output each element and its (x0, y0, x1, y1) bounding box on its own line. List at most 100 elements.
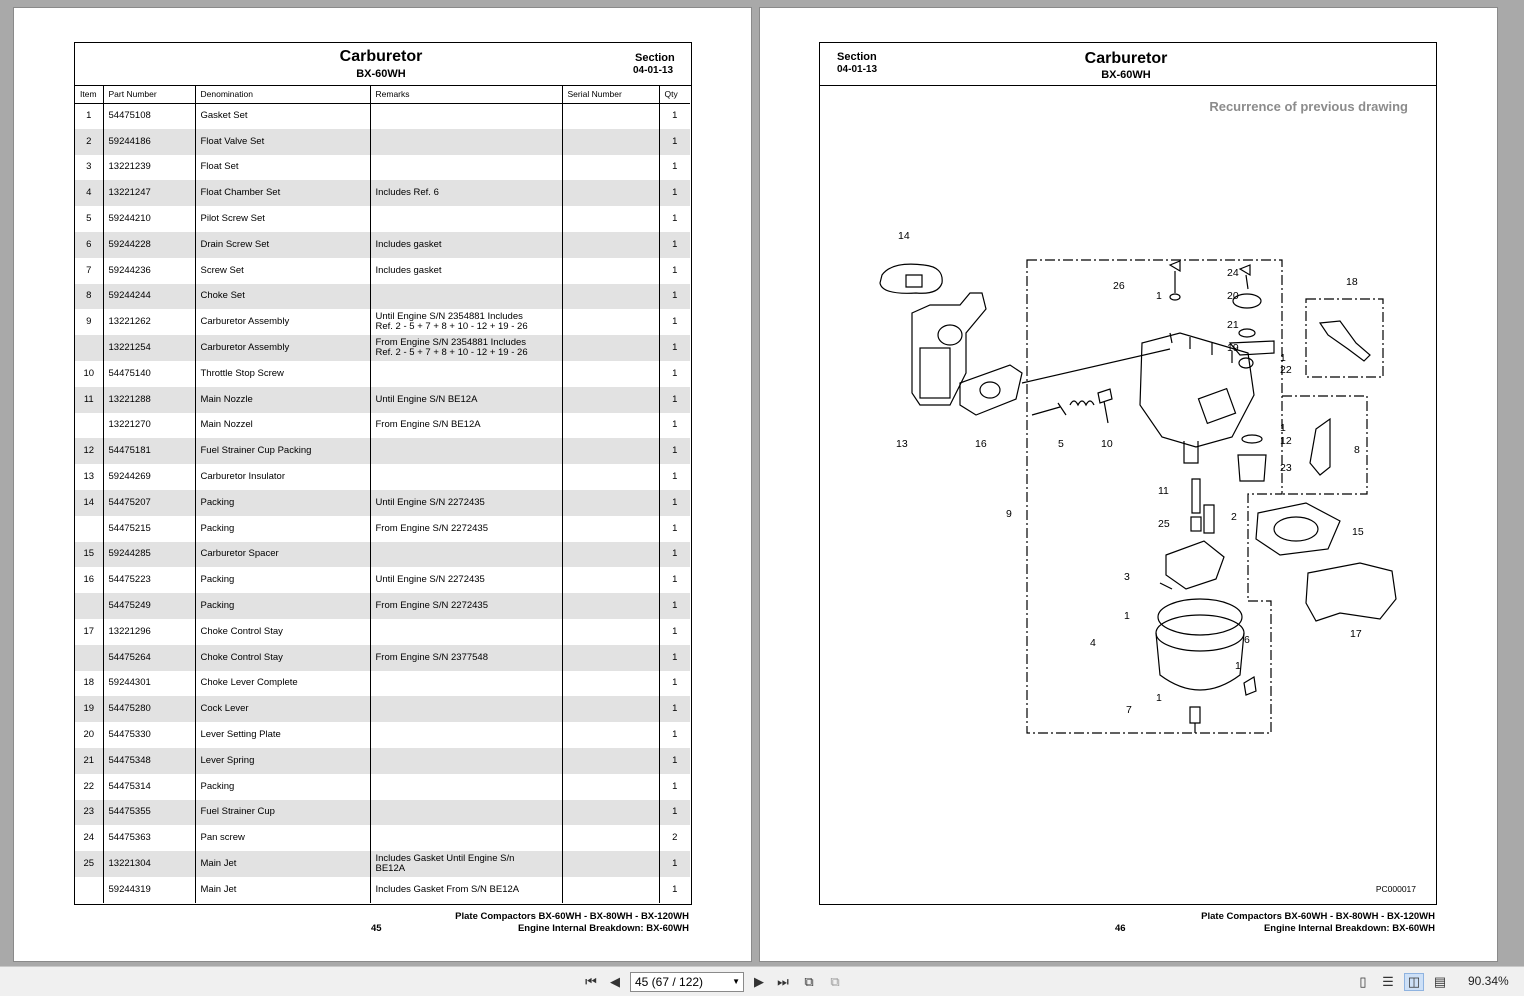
cell-part-number: 54475215 (103, 515, 196, 542)
footer-section-line: Engine Internal Breakdown: BX-60WH (517, 923, 689, 934)
cell-item: 11 (75, 386, 104, 413)
cell-denomination: Choke Set (195, 283, 371, 310)
cell-denomination: Carburetor Assembly (195, 335, 371, 361)
callout-label: 13 (896, 438, 908, 450)
part-14-packing (879, 263, 943, 294)
cell-denomination: Float Valve Set (195, 128, 371, 155)
last-page-icon[interactable]: ⏭ (777, 974, 789, 989)
cell-part-number: 59244285 (103, 541, 196, 568)
column-header-serial-number: Serial Number (562, 86, 660, 104)
two-page-continuous-view-icon[interactable]: ▤ (1433, 974, 1447, 989)
callout-label: 7 (1126, 704, 1132, 716)
cell-remarks (370, 360, 563, 387)
continuous-view-icon[interactable]: ☰ (1382, 974, 1394, 989)
footer-product-line: Plate Compactors BX-60WH - BX-80WH - BX-… (455, 911, 689, 922)
cell-remarks: Until Engine S/N 2272435 (370, 489, 563, 516)
cell-qty: 1 (659, 128, 690, 155)
cell-denomination: Lever Spring (195, 747, 371, 774)
part-13-window (919, 347, 951, 399)
cell-serial-number (562, 618, 660, 645)
cell-denomination: Choke Control Stay (195, 644, 371, 671)
page-title: Carburetor (1084, 50, 1168, 67)
cell-remarks (370, 128, 563, 155)
cell-qty: 1 (659, 747, 690, 774)
cell-serial-number (562, 103, 660, 129)
page-number-select[interactable]: 45 (67 / 122) ▼ (630, 972, 744, 992)
cell-serial-number (562, 515, 660, 542)
footer-product-line: Plate Compactors BX-60WH - BX-80WH - BX-… (1201, 911, 1435, 922)
section-label: Section (837, 51, 877, 63)
viewer-toolbar: ⏮ ◀ 45 (67 / 122) ▼ ▶ ⏭ ⧉ ⧉ ▯ ☰ ◫ ▤ 90.3… (0, 966, 1524, 996)
callout-label: 19 (1227, 342, 1239, 354)
footer-section-line: Engine Internal Breakdown: BX-60WH (1263, 923, 1435, 934)
cell-part-number: 54475280 (103, 696, 196, 723)
cell-item: 9 (75, 309, 104, 336)
cell-part-number: 13221296 (103, 618, 196, 645)
cell-item (75, 593, 104, 619)
part-21-spring (1238, 328, 1256, 338)
remarks-line: Until Engine S/N 2272435 (375, 496, 485, 508)
cell-denomination: Float Set (195, 154, 371, 181)
remarks-line: Includes Gasket Until Engine S/n (375, 853, 515, 864)
cell-serial-number (562, 438, 660, 465)
cell-serial-number (562, 722, 660, 748)
chevron-down-icon: ▼ (732, 977, 740, 986)
callout-label: 15 (1352, 526, 1364, 538)
zoom-level[interactable]: 90.34% (1468, 974, 1509, 988)
cell-remarks (370, 825, 563, 852)
cell-serial-number (562, 670, 660, 697)
cell-denomination: Main Jet (195, 851, 371, 877)
fit-icon[interactable]: ⧉ (830, 974, 840, 989)
prev-page-icon[interactable]: ◀ (610, 974, 620, 989)
cell-qty: 1 (659, 644, 690, 671)
part-13-bore (937, 324, 963, 346)
remarks-line: Includes gasket (375, 238, 442, 250)
parts-list-header: Carburetor BX-60WH Section 04-01-13 (75, 43, 691, 86)
cell-item: 3 (75, 154, 104, 181)
remarks-line: From Engine S/N 2354881 Includes (375, 337, 527, 349)
cell-part-number: 59244236 (103, 257, 196, 284)
two-page-view-icon[interactable]: ◫ (1404, 973, 1424, 991)
page-46: Section 04-01-13 Carburetor BX-60WH Recu… (759, 7, 1498, 962)
cell-item: 20 (75, 722, 104, 748)
cell-serial-number (562, 851, 660, 877)
cell-serial-number (562, 257, 660, 284)
cell-part-number: 54475108 (103, 103, 196, 129)
cell-qty: 1 (672, 316, 678, 328)
document-viewer: Carburetor BX-60WH Section 04-01-13 Item… (13, 7, 1498, 962)
remarks-line: From Engine S/N 2377548 (375, 651, 488, 663)
cell-part-number: 54475207 (103, 489, 196, 516)
next-page-icon[interactable]: ▶ (754, 974, 764, 989)
rotate-icon[interactable]: ⧉ (804, 974, 814, 989)
cell-item: 8 (75, 283, 104, 310)
cell-item (75, 412, 104, 439)
cell-item: 24 (75, 825, 104, 852)
cell-remarks: Until Engine S/N BE12A (370, 386, 563, 413)
remarks-line: Until Engine S/N BE12A (375, 393, 478, 405)
section-number: 04-01-13 (633, 65, 674, 76)
cell-denomination: Packing (195, 489, 371, 516)
part-10-screw (1097, 388, 1113, 424)
page-subtitle: BX-60WH (1101, 69, 1151, 81)
single-page-view-icon[interactable]: ▯ (1359, 974, 1367, 989)
remarks-line: Until Engine S/N 2354881 Includes (375, 311, 523, 323)
cell-qty: 1 (672, 677, 678, 689)
cell-serial-number (562, 567, 660, 594)
cell-denomination: Packing (195, 593, 371, 619)
cell-serial-number (562, 283, 660, 310)
cell-part-number: 54475363 (103, 825, 196, 852)
cell-denomination: Carburetor Assembly (195, 309, 371, 336)
first-page-icon[interactable]: ⏮ (585, 974, 597, 989)
cell-serial-number (562, 489, 660, 516)
cell-qty: 1 (659, 696, 690, 723)
